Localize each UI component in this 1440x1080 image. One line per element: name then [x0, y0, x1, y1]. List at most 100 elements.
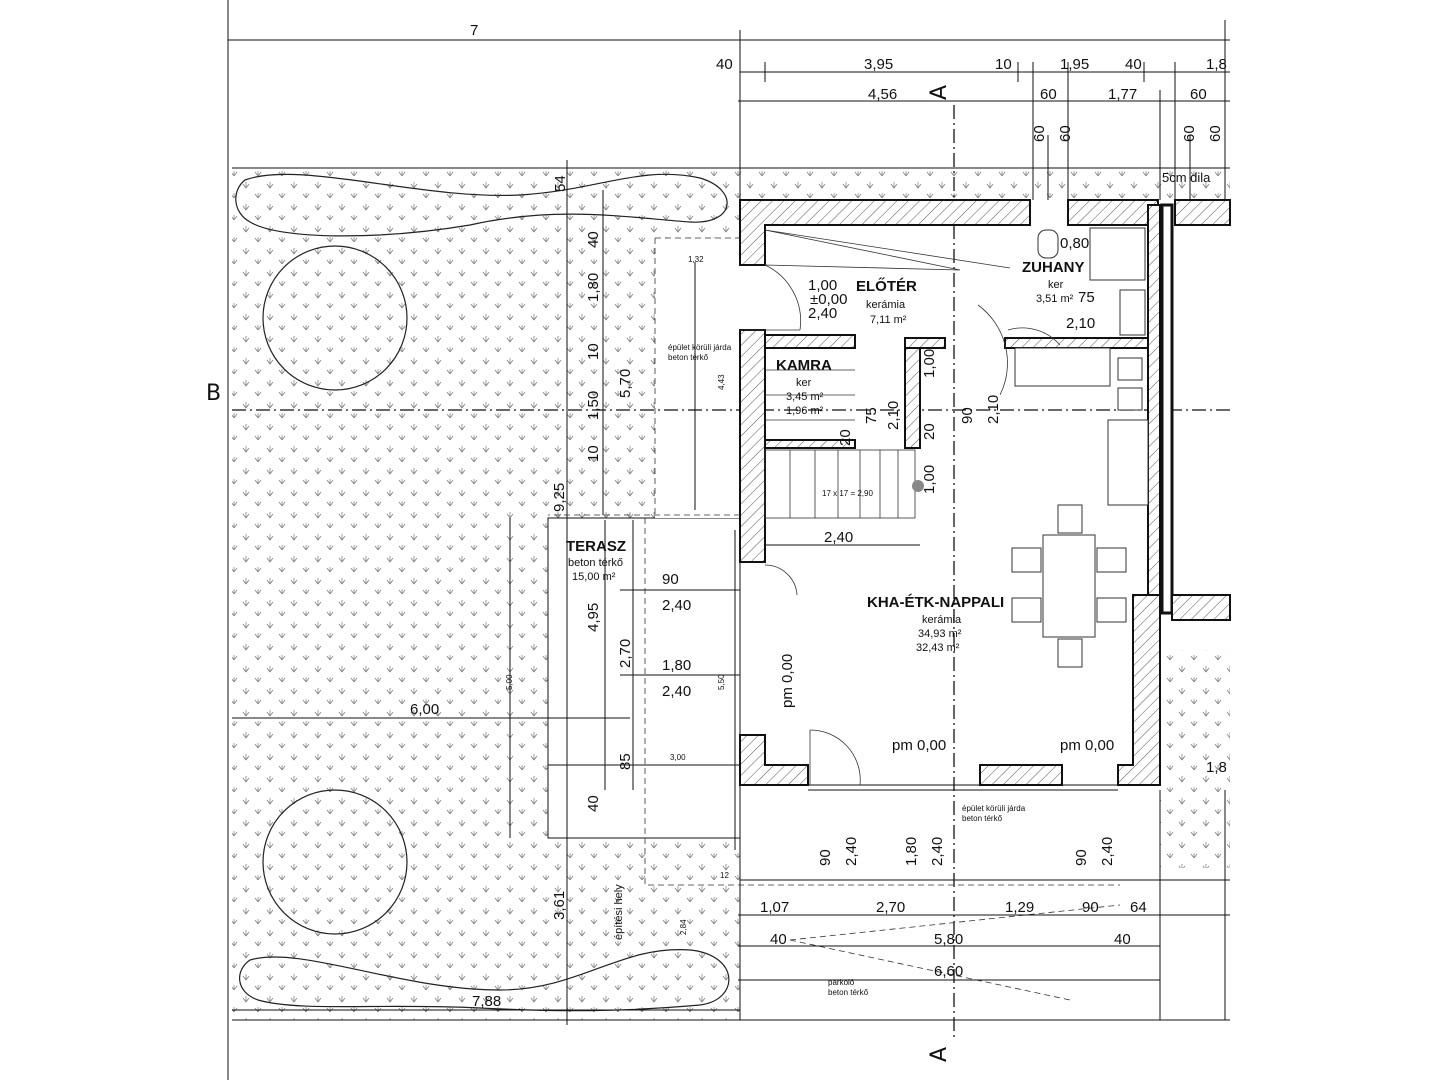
epitesi-hely-label: építési hely — [613, 884, 625, 940]
room-name-eloter: ELŐTÉR — [856, 277, 917, 295]
note-parkolo-2: beton térkő — [828, 988, 869, 997]
bottom-dimension-lines — [738, 790, 1230, 1020]
dim-t-180: 1,80 — [662, 657, 691, 674]
dim-level-0: ±0,00 — [810, 291, 847, 308]
note-jarda-bottom-2: beton térkő — [962, 814, 1003, 823]
dim-b-12: 12 — [720, 871, 729, 880]
level-pm-vertical: pm 0,00 — [779, 654, 796, 708]
dim-080: 0,80 — [1060, 235, 1089, 252]
room-area2-nappali: 32,43 m² — [916, 642, 960, 654]
room-nappali: KHA-ÉTK-NAPPALI kerámia 34,93 m² 32,43 m… — [867, 594, 1004, 654]
dim-180: 1,80 — [585, 273, 602, 302]
left-dimension-lines — [232, 160, 740, 1025]
room-floor-zuhany: ker — [1048, 279, 1064, 291]
dim-b-r2-40a: 40 — [770, 931, 787, 948]
top-dim-vertical: 60 60 60 60 — [1031, 125, 1224, 142]
dim-b-v90b: 90 — [1073, 849, 1090, 866]
room-name-zuhany: ZUHANY — [1022, 259, 1085, 276]
top-dim-row2: 40 3,95 10 1,95 40 1,8 — [716, 56, 1227, 73]
dim-b-r1-90: 90 — [1082, 899, 1099, 916]
dim-v-60b: 60 — [1057, 125, 1074, 142]
room-floor-terasz: beton térkő — [568, 557, 623, 569]
bathroom-fixtures — [1014, 227, 1149, 506]
dim-10b: 10 — [585, 445, 602, 462]
dim-v-60d: 60 — [1207, 125, 1224, 142]
dim-75a: 75 — [1078, 289, 1095, 306]
room-name-kamra: KAMRA — [776, 357, 832, 374]
left-dimension-texts: 54 40 1,80 10 5,70 1,50 10 9,25 4,95 2,7… — [410, 175, 726, 1010]
dim-r2-40: 40 — [716, 56, 733, 73]
dim-b-v240a: 2,40 — [843, 837, 860, 866]
room-eloter: ELŐTÉR kerámia 7,11 m² — [856, 277, 917, 326]
dim-b-v180: 1,80 — [903, 837, 920, 866]
dim-b-r1-129: 1,29 — [1005, 899, 1034, 916]
dim-b-v240b: 2,40 — [929, 837, 946, 866]
stair-note: 17 x 17 = 2,90 — [822, 489, 873, 498]
dim-b-v90a: 90 — [817, 849, 834, 866]
dim-b-right-18: 1,8 — [1206, 759, 1227, 776]
dim-600: 6,00 — [410, 701, 439, 718]
dim-r2-40b: 40 — [1125, 56, 1142, 73]
dim-240b: 2,40 — [824, 529, 853, 546]
dim-100b: 1,00 — [921, 349, 938, 378]
dim-40-bot: 40 — [585, 795, 602, 812]
room-name-nappali: KHA-ÉTK-NAPPALI — [867, 594, 1004, 611]
room-floor-kamra: ker — [796, 377, 812, 389]
dim-v-60a: 60 — [1031, 125, 1048, 142]
dim-t-90: 90 — [662, 571, 679, 588]
dim-570: 5,70 — [617, 369, 634, 398]
note-jarda-bottom-1: épület körüli járda — [962, 804, 1026, 813]
dim-270: 2,70 — [617, 639, 634, 668]
bottom-dimension-texts: 90 2,40 1,80 2,40 90 2,40 12 1,07 2,70 1… — [720, 759, 1227, 980]
dim-b-v240c: 2,40 — [1099, 837, 1116, 866]
landscape-shapes — [235, 173, 730, 1012]
dim-t-240b: 2,40 — [662, 683, 691, 700]
dim-210a: 2,10 — [1066, 315, 1095, 332]
room-kamra: KAMRA ker 3,45 m² 1,96 m² — [776, 357, 832, 417]
section-mark-a-bottom: A — [927, 1047, 952, 1062]
room-area-nappali: 34,93 m² — [918, 628, 962, 640]
dim-r2-18: 1,8 — [1206, 56, 1227, 73]
dim-b-r1-64: 64 — [1130, 899, 1147, 916]
dim-b-r1-270: 2,70 — [876, 899, 905, 916]
dim-b-r1-107: 1,07 — [760, 899, 789, 916]
room-floor-nappali: kerámia — [922, 614, 962, 626]
dim-r2-10: 10 — [995, 56, 1012, 73]
inner-dimensions: 1,00 ±0,00 2,40 0,80 75 2,10 1,00 75 2,1… — [662, 235, 1095, 700]
dim-b-r2-580: 5,80 — [934, 931, 963, 948]
dim-r2-395: 3,95 — [864, 56, 893, 73]
section-axes: A A B — [206, 85, 1230, 1062]
dim-210c: 2,10 — [985, 395, 1002, 424]
dim-40-top: 40 — [585, 231, 602, 248]
staircase: 17 x 17 = 2,90 — [764, 369, 924, 546]
dim-b-r2-40b: 40 — [1114, 931, 1131, 948]
dim-20b: 20 — [921, 423, 938, 440]
room-name-terasz: TERASZ — [566, 538, 626, 555]
dim-500: 5,00 — [505, 674, 514, 690]
dim-20a: 20 — [837, 429, 854, 446]
dining-table — [1011, 504, 1127, 668]
room-area-terasz: 15,00 m² — [572, 571, 616, 583]
dim-925: 9,25 — [551, 483, 568, 512]
notes: 5cm dila épület körüli járda beton térkő… — [668, 170, 1211, 997]
dim-t-240a: 2,40 — [662, 597, 691, 614]
room-floor-eloter: kerámia — [866, 299, 906, 311]
dashed-outlines — [548, 229, 1121, 1001]
dim-150: 1,50 — [585, 391, 602, 420]
room-area-zuhany: 3,51 m² — [1036, 293, 1074, 305]
dim-r3-60: 60 — [1040, 86, 1057, 103]
dim-v-60c: 60 — [1181, 125, 1198, 142]
dim-100c: 1,00 — [921, 465, 938, 494]
top-dim-row3: 4,56 60 1,77 60 — [868, 86, 1207, 103]
note-jarda-left-1: épület körüli járda — [668, 343, 732, 352]
dim-door-100: 1,00 — [808, 277, 837, 294]
dim-door-240: 2,40 — [808, 305, 837, 322]
dim-132: 1,32 — [688, 255, 704, 264]
note-dilatacio: 5cm dila — [1162, 170, 1211, 185]
dim-r3-456: 4,56 — [868, 86, 897, 103]
dim-284: 2,84 — [679, 919, 688, 935]
room-area-eloter: 7,11 m² — [870, 314, 907, 326]
room-area-kamra: 3,45 m² — [786, 391, 824, 403]
level-marks: pm 0,00 pm 0,00 pm 0,00 — [779, 654, 1114, 754]
